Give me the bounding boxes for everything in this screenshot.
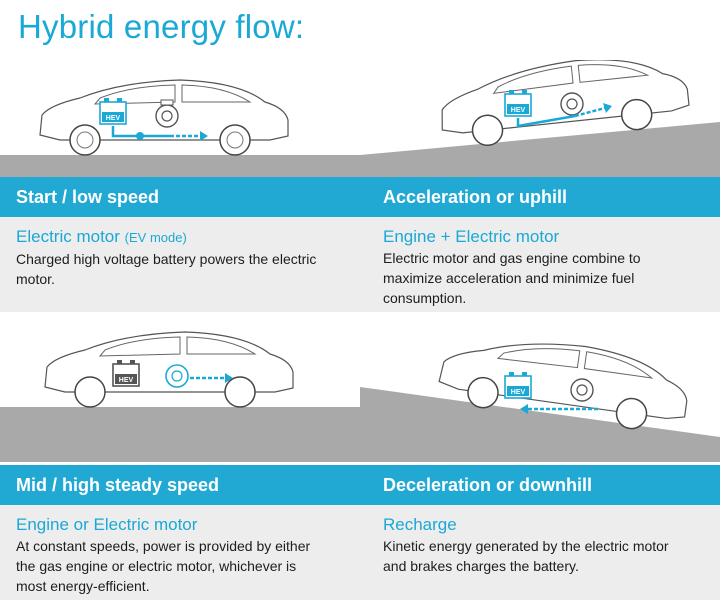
- panel-start: Electric motor (EV mode) Charged high vo…: [0, 217, 360, 312]
- road-uphill: [360, 122, 720, 177]
- engine-icon: [570, 378, 594, 402]
- scene-steady-speed: HEV: [0, 331, 360, 462]
- battery-icon: HEV: [504, 372, 532, 399]
- panel-steady: Engine or Electric motor At constant spe…: [0, 505, 360, 600]
- battery-label: HEV: [106, 115, 121, 122]
- battery-label: HEV: [511, 389, 526, 396]
- page-title: Hybrid energy flow:: [18, 8, 305, 45]
- battery-label: HEV: [119, 377, 134, 384]
- car-icon: [438, 343, 688, 430]
- panel-heading-deceleration: Deceleration or downhill: [360, 465, 720, 505]
- engine-icon: [560, 92, 584, 116]
- battery-label: HEV: [511, 107, 526, 114]
- panel-heading-steady: Mid / high steady speed: [0, 465, 360, 505]
- scene-start-low-speed: HEV: [0, 79, 360, 177]
- road-flat: [0, 155, 360, 177]
- panel-deceleration: Recharge Kinetic energy generated by the…: [360, 505, 720, 600]
- panel-heading-start: Start / low speed: [0, 177, 360, 217]
- flow-line: [516, 114, 576, 128]
- mode-description: At constant speeds, power is provided by…: [16, 538, 311, 594]
- mode-title: Engine or Electric motor: [16, 515, 198, 534]
- scene-deceleration-downhill: HEV: [360, 343, 720, 462]
- scene-acceleration-uphill: HEV: [360, 60, 720, 177]
- mode-title: Engine + Electric motor: [383, 227, 560, 246]
- panel-heading-acceleration: Acceleration or uphill: [360, 177, 720, 217]
- mode-description: Kinetic energy generated by the electric…: [383, 538, 669, 574]
- flow-line: [111, 126, 170, 138]
- arrow-icon: [520, 404, 528, 414]
- road-downhill: [360, 387, 720, 462]
- panel-acceleration: Engine + Electric motor Electric motor a…: [360, 217, 720, 312]
- road-flat: [0, 407, 360, 462]
- battery-icon: HEV: [112, 360, 140, 387]
- mode-title: Recharge: [383, 515, 457, 534]
- battery-icon: HEV: [504, 90, 532, 117]
- mode-description: Charged high voltage battery powers the …: [16, 251, 317, 287]
- engine-icon: [155, 99, 179, 128]
- mode-title: Electric motor (EV mode): [16, 227, 187, 246]
- mode-description: Electric motor and gas engine combine to…: [383, 250, 641, 306]
- battery-icon: HEV: [99, 98, 127, 125]
- engine-icon: [165, 364, 189, 388]
